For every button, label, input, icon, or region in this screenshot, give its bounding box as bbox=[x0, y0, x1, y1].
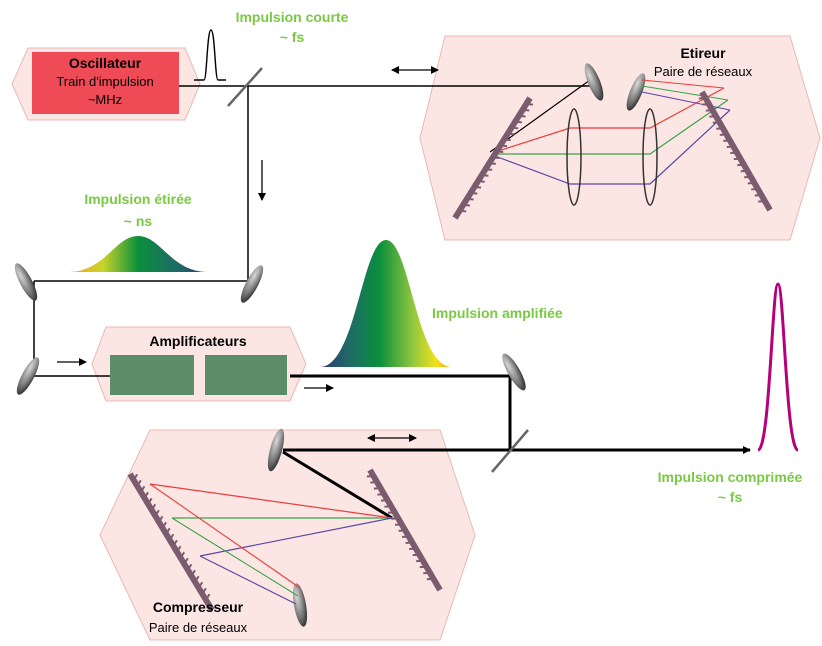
stretcher-title: Etireur bbox=[680, 45, 726, 61]
mirror-after-amps bbox=[502, 353, 526, 391]
grating-tooth bbox=[500, 144, 508, 148]
stretcher-grating-left bbox=[452, 96, 534, 220]
grating-tooth bbox=[489, 162, 496, 165]
oscillator-line1: Train d'impulsion bbox=[56, 74, 153, 89]
grating-tooth bbox=[172, 539, 178, 547]
mirror-corner-left-top bbox=[14, 263, 38, 301]
grating-tooth bbox=[470, 191, 478, 195]
mirror-corner-right bbox=[240, 265, 264, 303]
grating-tooth bbox=[205, 593, 211, 601]
stretcher-rays bbox=[494, 79, 731, 185]
grating-tooth bbox=[147, 497, 153, 505]
grating-tooth bbox=[179, 551, 186, 559]
grating-tooth bbox=[526, 102, 534, 106]
compressor-subtitle: Paire de réseaux bbox=[149, 620, 248, 635]
grating-tooth bbox=[154, 509, 160, 517]
compressed-pulse-label-2: ~ fs bbox=[718, 489, 743, 505]
mirror-stretcher-inner bbox=[626, 73, 646, 111]
amplified-pulse-label: Impulsion amplifiée bbox=[432, 305, 563, 321]
grating-tooth bbox=[194, 575, 200, 583]
grating-tooth bbox=[197, 581, 204, 589]
compressor-rays bbox=[149, 483, 393, 605]
grating-tooth bbox=[143, 491, 149, 499]
mirror-corner-left-bottom bbox=[16, 357, 40, 395]
amplifier-2 bbox=[205, 355, 287, 395]
compressor-grating-left bbox=[127, 472, 215, 612]
grating-tooth bbox=[503, 138, 511, 142]
grating-tooth bbox=[466, 197, 474, 201]
grating-tooth bbox=[201, 587, 207, 595]
compressed-pulse-label-1: Impulsion comprimée bbox=[658, 469, 803, 485]
oscillator-title: Oscillateur bbox=[69, 55, 142, 71]
beam-splitter-top bbox=[227, 67, 263, 107]
grating-tooth bbox=[515, 120, 522, 124]
stretcher-grating-right bbox=[698, 90, 773, 212]
beam-compressor-diag bbox=[282, 450, 393, 520]
grating-tooth bbox=[183, 557, 189, 565]
grating-tooth bbox=[132, 473, 139, 481]
grating-tooth bbox=[485, 168, 493, 171]
grating-tooth bbox=[136, 479, 142, 487]
grating-tooth bbox=[190, 569, 196, 577]
grating-tooth bbox=[161, 521, 167, 529]
stretcher-lens-right bbox=[642, 108, 658, 206]
amplifier-1 bbox=[110, 355, 194, 395]
stretcher-subtitle: Paire de réseaux bbox=[654, 64, 753, 79]
grating-tooth bbox=[139, 485, 146, 493]
grating-tooth bbox=[511, 126, 519, 130]
stretcher-lens-left bbox=[566, 108, 582, 206]
short-pulse-label-2: ~ fs bbox=[280, 29, 305, 45]
compressor-grating-right bbox=[366, 468, 443, 592]
grating-tooth bbox=[459, 209, 467, 213]
beam-splitter-bottom bbox=[491, 429, 529, 473]
amplified-pulse bbox=[320, 240, 452, 367]
grating-tooth bbox=[150, 503, 157, 511]
mirror-compressor-top bbox=[267, 428, 285, 472]
grating-tooth bbox=[481, 174, 489, 177]
grating-tooth bbox=[186, 563, 193, 571]
short-pulse-icon bbox=[194, 29, 226, 81]
oscillator-line2: ~MHz bbox=[88, 92, 122, 107]
amplifiers-title: Amplificateurs bbox=[149, 333, 246, 349]
stretched-pulse-label-2: ~ ns bbox=[124, 213, 153, 229]
grating-tooth bbox=[522, 108, 530, 112]
mirror-top-right-stretcher bbox=[584, 63, 604, 101]
grating-tooth bbox=[158, 515, 164, 523]
compressed-pulse bbox=[756, 282, 800, 452]
compressor-box bbox=[99, 429, 476, 641]
grating-tooth bbox=[168, 533, 175, 541]
grating-tooth bbox=[463, 203, 470, 207]
stretched-pulse-label-1: Impulsion étirée bbox=[84, 191, 192, 207]
grating-tooth bbox=[492, 156, 500, 159]
stretcher-box bbox=[419, 35, 821, 241]
grating-tooth bbox=[496, 150, 504, 154]
oscillator-block bbox=[32, 52, 179, 114]
compressor-title: Compresseur bbox=[153, 599, 244, 615]
grating-tooth bbox=[477, 180, 485, 183]
grating-tooth bbox=[176, 545, 182, 553]
mirror-compressor-bottom bbox=[292, 583, 308, 627]
grating-tooth bbox=[474, 186, 482, 189]
grating-tooth bbox=[165, 527, 171, 535]
stretched-pulse bbox=[68, 236, 208, 272]
short-pulse-label-1: Impulsion courte bbox=[236, 9, 349, 25]
grating-tooth bbox=[507, 132, 515, 136]
grating-tooth bbox=[518, 114, 526, 118]
